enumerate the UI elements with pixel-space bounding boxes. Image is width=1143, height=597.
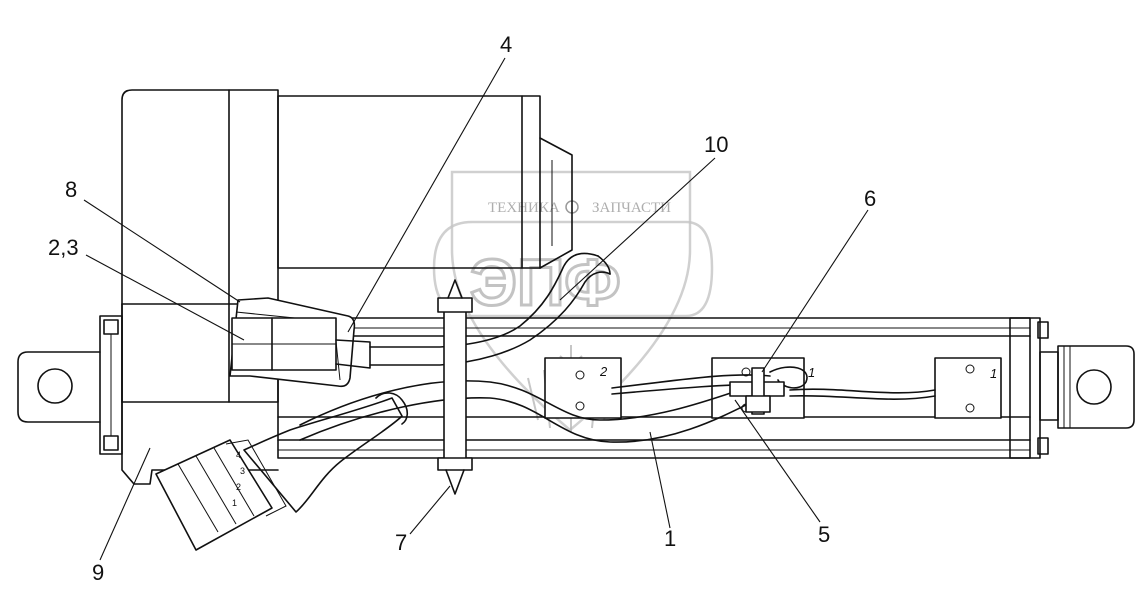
bracket-mark-1: 1 xyxy=(990,366,997,381)
front-eye xyxy=(1039,345,1135,429)
callout-4: 4 xyxy=(500,32,512,57)
rear-eye xyxy=(17,351,101,423)
limit-switch-bracket-1: 1 xyxy=(934,357,1002,419)
callout-8: 8 xyxy=(65,177,77,202)
motor xyxy=(121,89,573,403)
wire-mark-1: 1 xyxy=(808,365,815,380)
bracket-mark-2: 2 xyxy=(599,364,608,379)
connector-plug: 1 2 3 4 xyxy=(155,392,409,551)
motor-cable xyxy=(369,252,611,366)
pin-4: 4 xyxy=(236,450,241,460)
callout-9: 9 xyxy=(92,560,104,585)
callout-2-3: 2,3 xyxy=(48,235,79,260)
watermark-text-right: ЗАПЧАСТИ xyxy=(592,200,671,216)
limit-switch-bracket-2: 2 xyxy=(544,357,622,419)
wire-clip xyxy=(729,367,785,415)
watermark-text-left: ТЕХНИКА xyxy=(488,200,560,216)
callout-10: 10 xyxy=(704,132,728,157)
callout-1: 1 xyxy=(664,526,676,551)
pin-2: 2 xyxy=(236,482,241,492)
callout-7: 7 xyxy=(395,530,407,555)
cable-tie xyxy=(437,279,473,495)
leader-lines xyxy=(83,57,869,561)
callouts: 4 10 8 6 2,3 9 7 1 5 xyxy=(48,32,876,585)
pin-1: 1 xyxy=(232,498,237,508)
wire-holder xyxy=(229,297,371,388)
callout-5: 5 xyxy=(818,522,830,547)
callout-6: 6 xyxy=(864,186,876,211)
pin-3: 3 xyxy=(240,466,245,476)
